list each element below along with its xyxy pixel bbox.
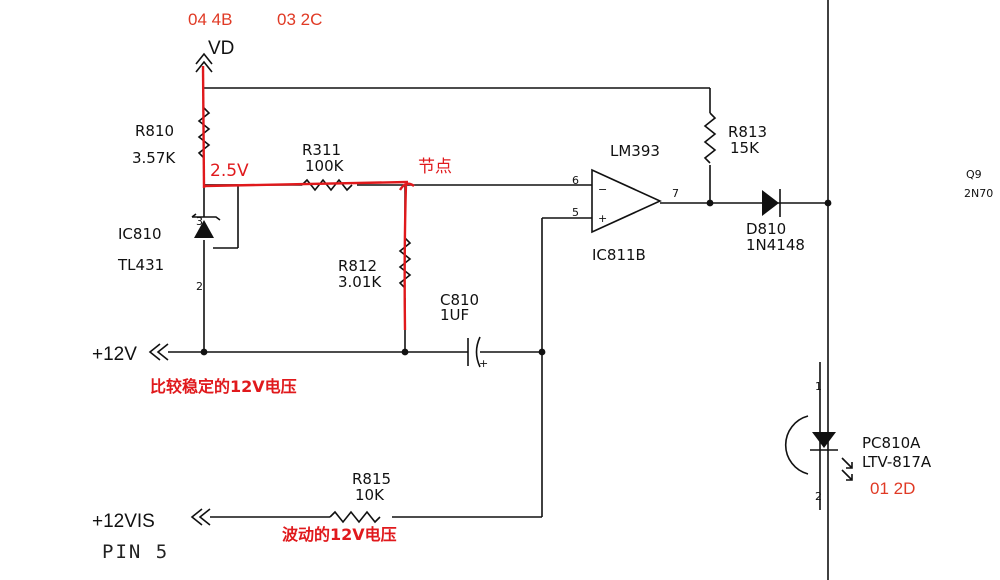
op-pin-noninverting: 5 (572, 206, 579, 219)
ic811-name: IC811B (592, 246, 646, 264)
r810-value: 3.57K (132, 149, 176, 167)
op-pin-output: 7 (672, 187, 679, 200)
voltage-annotation: 2.5V (210, 161, 249, 181)
resistor-r811-symbol (301, 178, 353, 192)
diode-d810-symbol (762, 189, 781, 217)
d810-part: 1N4148 (746, 236, 805, 254)
circuit-wires (168, 0, 829, 580)
r812-name: R812 (338, 257, 377, 275)
ic810-pin-top: 3 (196, 215, 203, 228)
vd-label: VD (208, 38, 234, 59)
r811-name: R311 (302, 141, 341, 159)
c810-name: C810 (440, 291, 479, 309)
resistor-r815-symbol (329, 510, 381, 524)
r815-value: 10K (355, 486, 385, 504)
ic811-part: LM393 (610, 142, 660, 160)
q9-name: Q9 (966, 168, 982, 181)
ic810-name: IC810 (118, 225, 162, 243)
r815-name: R815 (352, 470, 391, 488)
supply-arrow-icons (148, 52, 213, 526)
pc-pin-bottom: 2 (815, 490, 822, 503)
pc810-name: PC810A (862, 434, 921, 452)
comparator-ic811b-symbol (591, 168, 662, 234)
comparator-minus-sign: − (598, 183, 607, 196)
r810-name: R810 (135, 122, 174, 140)
pc810-part: LTV-817A (862, 453, 932, 471)
op-pin-inverting: 6 (572, 174, 579, 187)
r813-name: R813 (728, 123, 767, 141)
pc-pin-top: 1 (815, 380, 822, 393)
junction-dots (200, 199, 832, 356)
ref-top-right: 03 2C (277, 10, 322, 29)
node-annotation: 节点 (418, 157, 452, 177)
resistor-r813-symbol (703, 112, 717, 164)
d810-name: D810 (746, 220, 786, 238)
plus12v-label: +12V (92, 344, 137, 365)
comparator-plus-sign: + (598, 212, 607, 225)
ic810-pin-bottom: 2 (196, 280, 203, 293)
c810-value: 1UF (440, 306, 469, 324)
plus12vis-label: +12VIS (92, 511, 155, 532)
capacitor-c810-symbol: + (467, 336, 488, 370)
ic810-part: TL431 (117, 256, 164, 274)
tl431-symbol (191, 213, 221, 238)
svg-text:+: + (479, 357, 488, 370)
fluctuating-voltage-note: 波动的12V电压 (282, 525, 397, 544)
r813-value: 15K (730, 139, 760, 157)
red-annotation-lines (201, 65, 415, 331)
ref-top-left: 04 4B (188, 10, 232, 29)
r812-value: 3.01K (338, 273, 382, 291)
stable-voltage-note: 比较稳定的12V电压 (150, 377, 297, 396)
pin-label: PIN 5 (102, 541, 169, 563)
ref-optocoupler: 01 2D (870, 479, 915, 498)
optocoupler-pc810a-symbol (784, 415, 853, 481)
q9-part: 2N70 (964, 187, 993, 200)
r811-value: 100K (305, 157, 345, 175)
